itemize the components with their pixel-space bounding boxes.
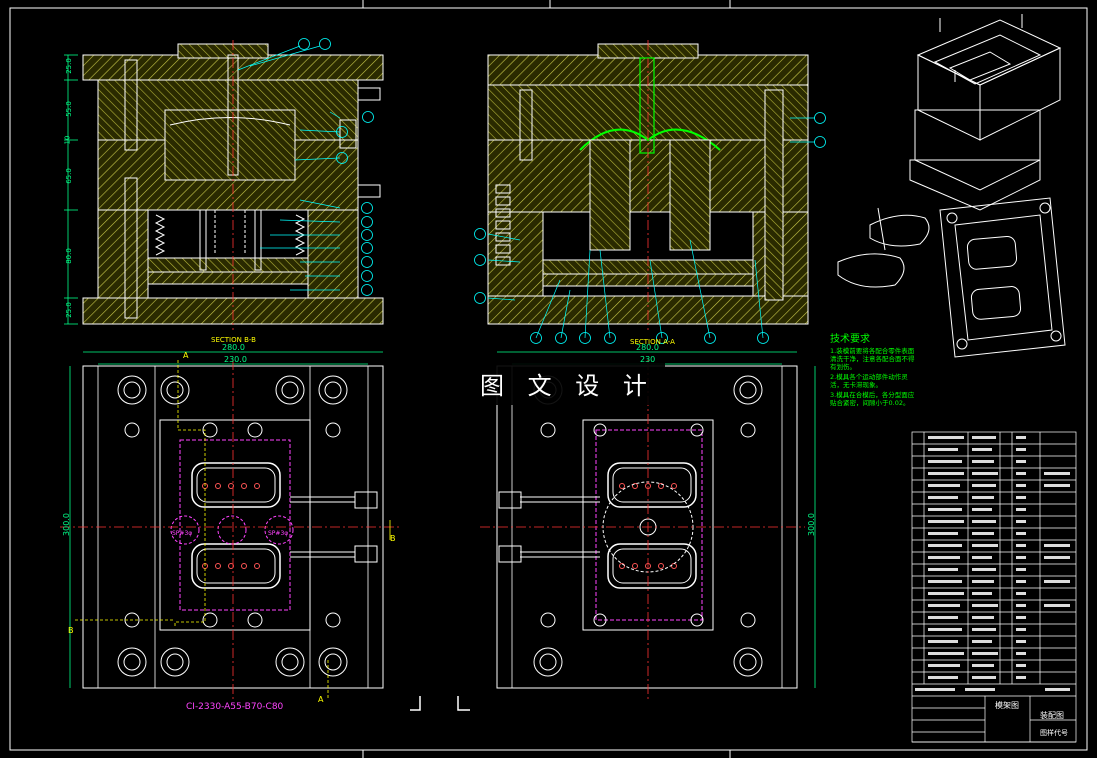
- dim-stack-6: 25.0: [64, 302, 73, 318]
- dim-left-height: 300.0: [61, 513, 71, 536]
- dim-right-top-width: 280.0: [636, 343, 659, 352]
- dim-stack-1: 25.0: [64, 58, 73, 74]
- section-bb-label: SECTION B-B: [211, 336, 256, 344]
- section-aa-label: SECTION A-A: [630, 338, 675, 346]
- technical-requirements: 技术要求 1.装模前要将各配合零件表面清洗干净，注意各配合面不得有划伤。 2.模…: [830, 330, 920, 407]
- title-block: [911, 431, 1077, 743]
- title-block-school: 装配图: [1040, 711, 1064, 720]
- isometric-mold-view: [909, 14, 1062, 211]
- section-aa-view: [474, 40, 826, 344]
- dim-stack-2: 55.0: [64, 101, 73, 117]
- dim-stack-5: 80.0: [64, 248, 73, 264]
- spray-label-left: SP#3φ: [172, 530, 193, 537]
- dim-right-height: 300.0: [806, 513, 816, 536]
- isometric-plate-view: [939, 197, 1066, 358]
- section-marker-a-top: A: [183, 351, 189, 360]
- right-plan-view: [480, 351, 816, 700]
- spray-label-right: SP#3φ: [268, 530, 289, 537]
- section-marker-b-right: B: [390, 534, 396, 543]
- sheet-border: [9, 7, 1088, 751]
- tech-req-title: 技术要求: [830, 334, 870, 345]
- dim-left-top-width: 280.0: [222, 343, 245, 352]
- section-marker-a-bottom: A: [318, 695, 324, 704]
- view-marker-right: [457, 696, 470, 711]
- isometric-part-view: [837, 207, 930, 288]
- title-block-code-label: 图样代号: [1040, 729, 1068, 737]
- bom-text-marks: [915, 436, 1070, 691]
- dim-stack-3: 10: [63, 135, 72, 145]
- dim-right-inner-width: 230: [640, 355, 656, 364]
- title-block-drawing-name: 模架图: [995, 701, 1019, 710]
- section-bb-view: [64, 38, 384, 330]
- tech-req-line-2: 2.模具各个运动部件动作灵活，无卡滞现象。: [830, 373, 908, 389]
- section-marker-b-left: B: [68, 626, 74, 635]
- dim-stack-4: 65.0: [64, 168, 73, 184]
- tech-req-line-1: 1.装模前要将各配合零件表面清洗干净，注意各配合面不得有划伤。: [830, 347, 915, 371]
- dim-left-inner-width: 230.0: [224, 355, 247, 364]
- part-code: CI-2330-A55-B70-C80: [186, 702, 284, 712]
- watermark-banner: 图 文 设 计: [470, 362, 665, 405]
- tech-req-line-3: 3.模具在合模后，各分型面应贴合紧密，间隙小于0.02。: [830, 391, 915, 407]
- view-marker-left: [410, 696, 421, 711]
- left-plan-view: [60, 351, 400, 700]
